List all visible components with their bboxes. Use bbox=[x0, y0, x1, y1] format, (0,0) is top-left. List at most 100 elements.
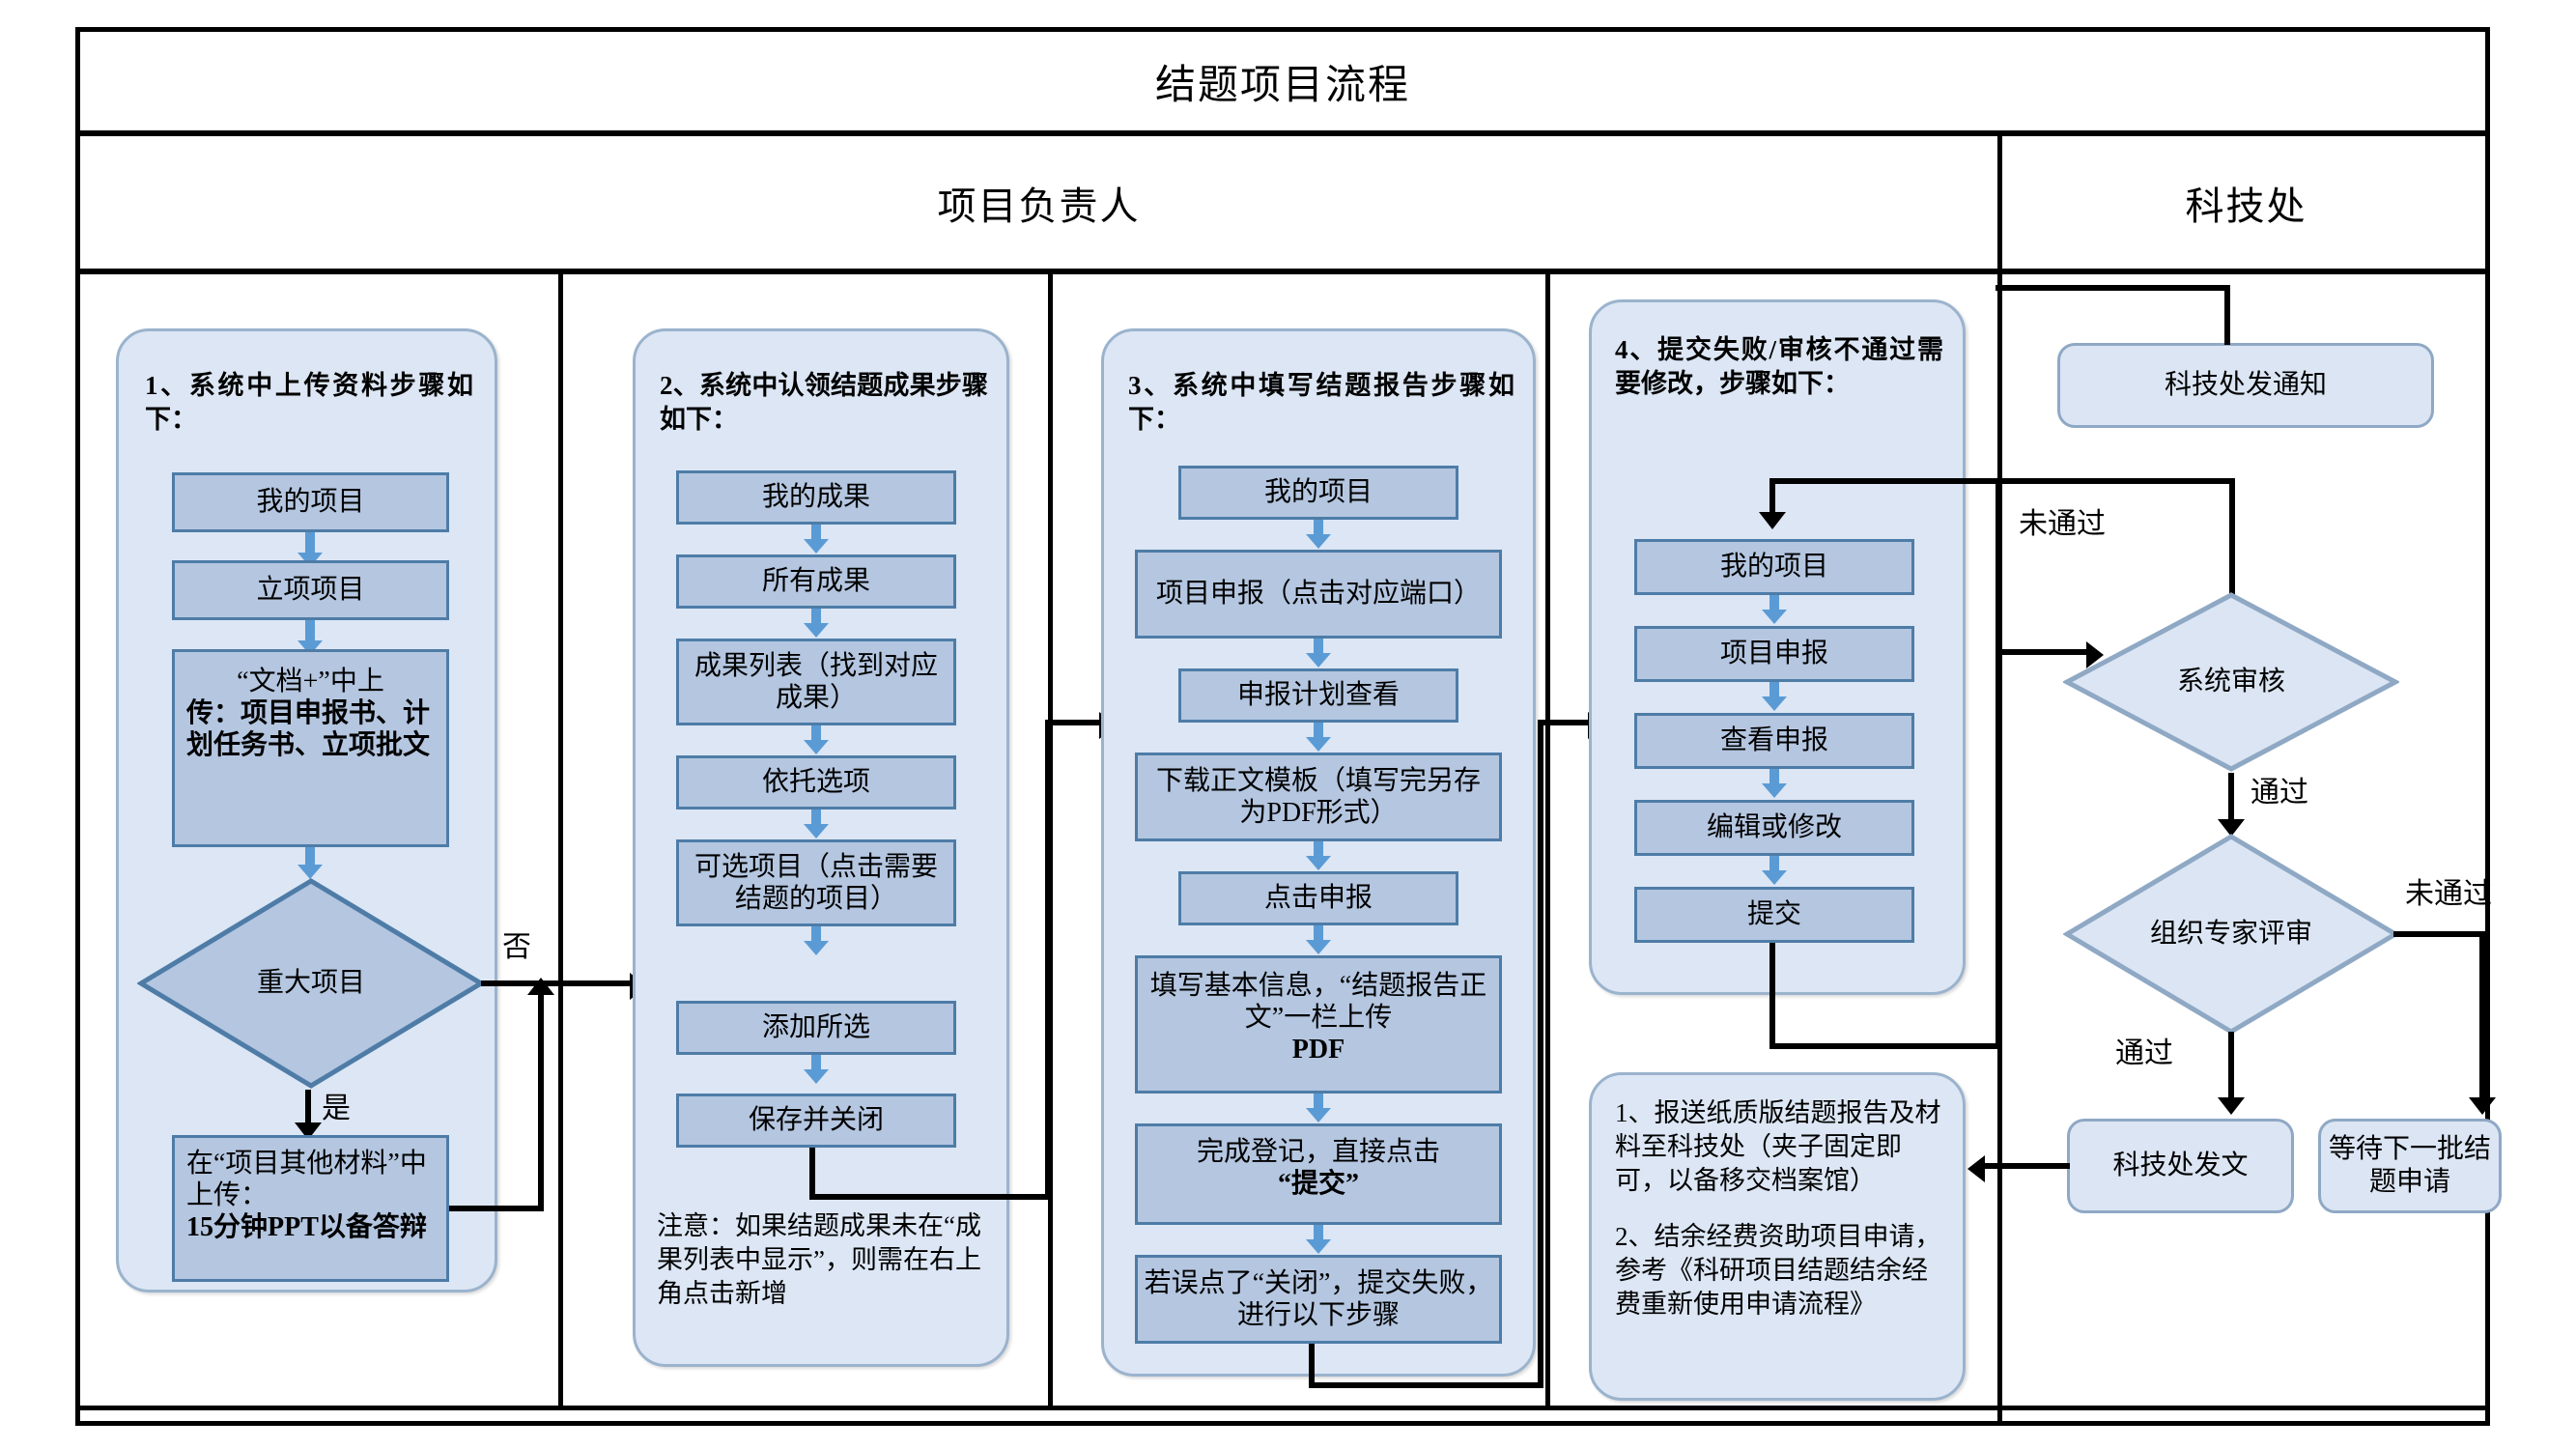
lane-title-office: 科技处 bbox=[2185, 184, 2307, 228]
g2-out-v bbox=[809, 1148, 815, 1200]
g2-arrowhead-4 bbox=[804, 824, 829, 838]
office-publish-box[interactable]: 科技处发文 bbox=[2067, 1119, 2294, 1213]
g2-step-optional-project[interactable]: 可选项目（点击需要结题的项目） bbox=[676, 839, 956, 926]
g3-step-submit-failed[interactable]: 若误点了“关闭”，提交失败，进行以下步骤 bbox=[1135, 1255, 1502, 1344]
office-fail2-arrowhead bbox=[2469, 1097, 2496, 1115]
g4-step-view-declare[interactable]: 查看申报 bbox=[1634, 713, 1914, 769]
column-divider-1 bbox=[558, 269, 563, 1408]
g4-arrow-4 bbox=[1769, 856, 1779, 875]
office-notice-box[interactable]: 科技处发通知 bbox=[2057, 343, 2434, 428]
g3-arrowhead-6 bbox=[1306, 1108, 1331, 1122]
lane-title-owner: 项目负责人 bbox=[937, 184, 1141, 228]
office-label-fail-2: 未通过 bbox=[2405, 878, 2492, 910]
g5-note-2: 2、结余经费资助项目申请，参考《科研项目结题结余经费重新使用申请流程》 bbox=[1615, 1222, 1941, 1320]
g3-arrowhead-1 bbox=[1306, 534, 1331, 549]
g4-out-h2 bbox=[1996, 649, 2092, 655]
g3-fill-plain: 填写基本信息，“结题报告正文”一栏上传 bbox=[1149, 971, 1487, 1034]
g1-feedback-arrowhead bbox=[527, 978, 554, 995]
office-left-rail-v bbox=[1996, 478, 2001, 655]
g3-step-click-declare[interactable]: 点击申报 bbox=[1178, 871, 1458, 925]
group-3-heading: 3、系统中填写结题报告步骤如下： bbox=[1128, 371, 1514, 434]
g2-step-add-selected[interactable]: 添加所选 bbox=[676, 1001, 956, 1055]
g2-step-result-list[interactable]: 成果列表（找到对应成果） bbox=[676, 639, 956, 725]
g3-arrow-1 bbox=[1314, 520, 1323, 538]
office-publish-out-h bbox=[1985, 1163, 2070, 1169]
g1-final-upload-ppt[interactable]: 在“项目其他材料”中上传： 15分钟PPT以备答辩 bbox=[172, 1135, 449, 1282]
diagram-frame bbox=[75, 27, 2490, 1426]
office-label-pass-2: 通过 bbox=[2115, 1037, 2173, 1069]
g3-arrowhead-3 bbox=[1306, 737, 1331, 752]
g2-arrow-5 bbox=[811, 926, 821, 945]
office-wait-next-box[interactable]: 等待下一批结题申请 bbox=[2318, 1119, 2502, 1213]
g1-upload-bold: 传：项目申报书、计划任务书、立项批文 bbox=[186, 698, 431, 761]
g2-arrowhead-1 bbox=[804, 539, 829, 554]
g5-note-1: 1、报送纸质版结题报告及材料至科技处（夹子固定即可，以备移交档案馆） bbox=[1615, 1098, 1941, 1196]
office-expert-review-text: 组织专家评审 bbox=[2149, 919, 2312, 950]
g2-step-my-results[interactable]: 我的成果 bbox=[676, 470, 956, 525]
office-pass1-arrowhead bbox=[2218, 819, 2245, 837]
office-decision-system-review[interactable]: 系统审核 bbox=[2063, 591, 2399, 773]
g1-decision-major-project[interactable]: 重大项目 bbox=[137, 877, 485, 1090]
g1-arrowhead-3 bbox=[297, 865, 323, 879]
g3-step-declare[interactable]: 项目申报（点击对应端口） bbox=[1135, 550, 1502, 639]
g1-step-my-project[interactable]: 我的项目 bbox=[172, 472, 449, 532]
g2-step-all-results[interactable]: 所有成果 bbox=[676, 554, 956, 609]
g2-arrow-1 bbox=[811, 525, 821, 543]
g3-arrow-7 bbox=[1314, 1225, 1323, 1243]
office-fail2-h bbox=[2393, 931, 2485, 937]
office-fail2-v bbox=[2479, 931, 2485, 1105]
g3-step-my-project[interactable]: 我的项目 bbox=[1178, 466, 1458, 520]
g4-out-v bbox=[1769, 943, 1775, 1049]
office-publish-out-arrowhead bbox=[1967, 1155, 1985, 1182]
g1-arrow-1 bbox=[305, 532, 315, 556]
g2-out-h bbox=[809, 1194, 1051, 1200]
g2-arrowhead-6 bbox=[804, 1069, 829, 1084]
g3-arrow-3 bbox=[1314, 723, 1323, 741]
g1-feedback-h bbox=[449, 1206, 544, 1211]
office-label-pass-1: 通过 bbox=[2250, 777, 2308, 809]
g3-arrowhead-7 bbox=[1306, 1239, 1331, 1254]
group-1-heading: 1、系统中上传资料步骤如下： bbox=[145, 371, 473, 434]
g3-arrow-6 bbox=[1314, 1094, 1323, 1112]
g3-step-complete-register[interactable]: 完成登记，直接点击 “提交” bbox=[1135, 1123, 1502, 1225]
title-row-divider bbox=[75, 130, 2490, 136]
lane-bottom-divider bbox=[75, 1406, 2490, 1410]
g2-arrowhead-5 bbox=[804, 941, 829, 955]
g1-step-approved-project[interactable]: 立项项目 bbox=[172, 560, 449, 620]
g1-step-upload-docs[interactable]: “文档+”中上 传：项目申报书、计划任务书、立项批文 bbox=[172, 649, 449, 847]
office-pass1-line bbox=[2228, 773, 2234, 829]
g3-step-view-plan[interactable]: 申报计划查看 bbox=[1178, 668, 1458, 723]
column-divider-3 bbox=[1545, 269, 1550, 1408]
office-system-review-label: 系统审核 bbox=[2176, 667, 2285, 697]
g3-step-download-template[interactable]: 下载正文模板（填写完另存为PDF形式） bbox=[1135, 753, 1502, 841]
g3-arrowhead-4 bbox=[1306, 856, 1331, 870]
g4-arrowhead-4 bbox=[1762, 870, 1787, 885]
g1-final-plain: 在“项目其他材料”中上传： bbox=[186, 1149, 427, 1211]
g4-in-arrowhead bbox=[1759, 512, 1786, 529]
group-panel-5 bbox=[1589, 1072, 1966, 1401]
g4-arrowhead-1 bbox=[1762, 610, 1787, 624]
g3-arrow-5 bbox=[1314, 925, 1323, 944]
g2-note: 注意：如果结题成果未在“成果列表中显示”，则需在右上角点击新增 bbox=[657, 1211, 981, 1309]
g4-step-my-project[interactable]: 我的项目 bbox=[1634, 539, 1914, 595]
g2-arrowhead-3 bbox=[804, 740, 829, 754]
office-decision-expert-review[interactable]: 组织专家评审 bbox=[2063, 833, 2399, 1036]
office-fail1-h bbox=[1996, 478, 2235, 484]
g4-step-edit-modify[interactable]: 编辑或修改 bbox=[1634, 800, 1914, 856]
g3-fill-bold: PDF bbox=[1291, 1035, 1345, 1065]
g3-step-fill-basic-info[interactable]: 填写基本信息，“结题报告正文”一栏上传 PDF bbox=[1135, 955, 1502, 1094]
g2-arrow-6 bbox=[811, 1055, 821, 1073]
g4-step-declare[interactable]: 项目申报 bbox=[1634, 626, 1914, 682]
g2-step-save-close[interactable]: 保存并关闭 bbox=[676, 1094, 956, 1148]
g2-arrow-4 bbox=[811, 810, 821, 828]
g1-no-line-h bbox=[481, 980, 634, 986]
g4-out-v2 bbox=[1996, 649, 2001, 1049]
office-notice-in-h bbox=[1996, 285, 2230, 291]
g1-label-no: 否 bbox=[502, 931, 531, 963]
g1-upload-plain: “文档+”中上 bbox=[237, 667, 384, 696]
office-pass2-arrowhead bbox=[2218, 1097, 2245, 1115]
g4-step-submit[interactable]: 提交 bbox=[1634, 887, 1914, 943]
g4-arrow-2 bbox=[1769, 682, 1779, 701]
g2-step-support-option[interactable]: 依托选项 bbox=[676, 755, 956, 810]
